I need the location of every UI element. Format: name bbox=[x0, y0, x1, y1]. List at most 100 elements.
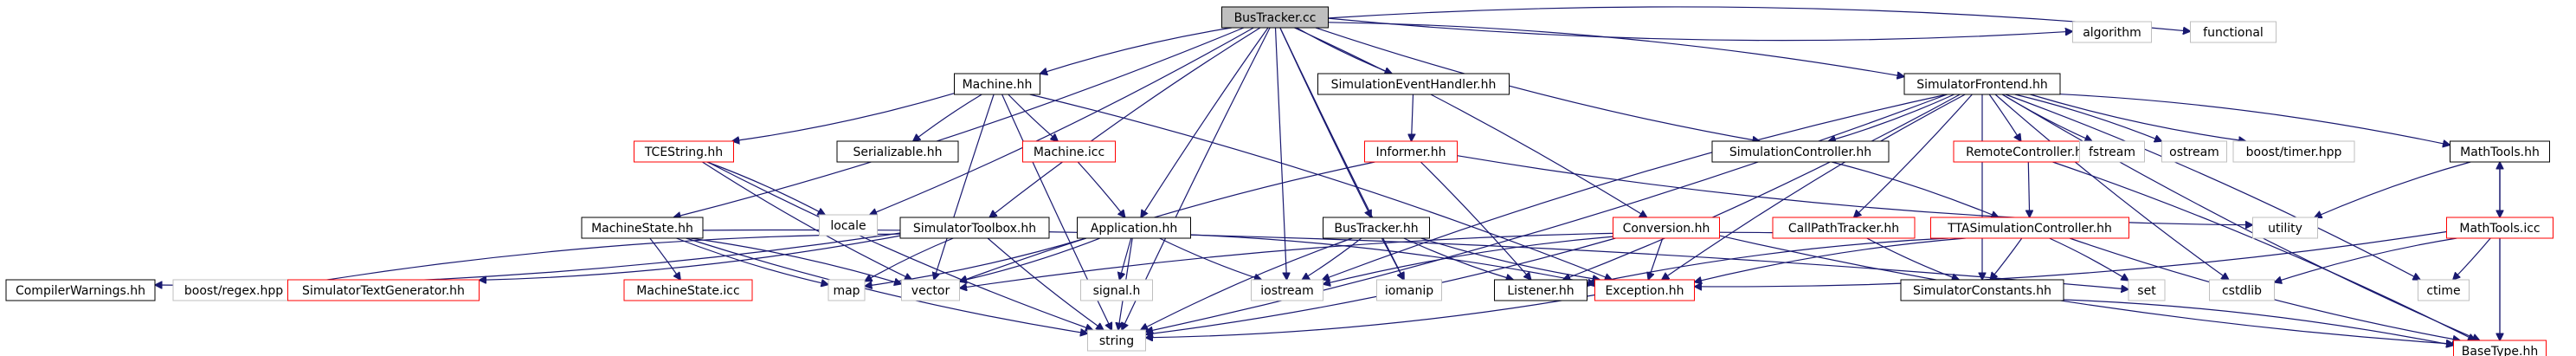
node-simulatorfrontend-hh[interactable]: SimulatorFrontend.hh bbox=[1903, 73, 2061, 95]
edge-remotecontroller-hh-to-basetype-hh bbox=[2052, 161, 2475, 340]
node-set: set bbox=[2128, 279, 2166, 301]
node-label-informer-hh: Informer.hh bbox=[1376, 146, 1446, 159]
node-simulationeventhandler-hh[interactable]: SimulationEventHandler.hh bbox=[1317, 73, 1510, 95]
edge-machine-hh-to-serializable-hh bbox=[913, 94, 982, 141]
node-label-mathtools-icc: MathTools.icc bbox=[2459, 222, 2540, 236]
node-ostream: ostream bbox=[2161, 140, 2227, 163]
edge-conversion-hh-to-exception-hh bbox=[1648, 237, 1664, 280]
node-informer-hh[interactable]: Informer.hh bbox=[1364, 140, 1458, 163]
node-box-vector bbox=[901, 279, 960, 301]
node-layer: BusTracker.ccSimulatorToolbox.hhMachineS… bbox=[5, 6, 2553, 356]
edge-machinestate-hh-to-vector bbox=[690, 237, 902, 284]
node-listener-hh[interactable]: Listener.hh bbox=[1494, 279, 1587, 301]
node-map: map bbox=[828, 279, 866, 301]
edge-ttasimulationcontroller-hh-to-simulatorconstants-hh bbox=[1990, 237, 2023, 280]
node-box-compilerwarnings-hh bbox=[5, 279, 156, 301]
node-label-boost-timer-hpp: boost/timer.hpp bbox=[2246, 146, 2342, 159]
node-serializable-hh[interactable]: Serializable.hh bbox=[836, 140, 959, 163]
edge-bustracker-cc-to-iostream bbox=[1274, 27, 1287, 280]
edge-mathtools-icc-to-ctime bbox=[2453, 237, 2491, 280]
node-basetype-hh[interactable]: BaseType.hh bbox=[2453, 340, 2547, 356]
node-machine-hh[interactable]: Machine.hh bbox=[954, 73, 1040, 95]
edge-bustracker-hh-to-listener-hh bbox=[1403, 237, 1514, 280]
node-label-simulatorfrontend-hh: SimulatorFrontend.hh bbox=[1916, 78, 2048, 92]
node-label-ostream: ostream bbox=[2169, 146, 2219, 159]
node-label-listener-hh: Listener.hh bbox=[1507, 284, 1574, 298]
node-callpathtracker-hh[interactable]: CallPathTracker.hh bbox=[1772, 217, 1916, 239]
node-machinestate-hh[interactable]: MachineState.hh bbox=[581, 217, 704, 239]
edge-bustracker-cc-to-application-hh bbox=[1141, 27, 1269, 217]
node-box-basetype-hh bbox=[2453, 340, 2547, 356]
edge-bustracker-cc-to-functional bbox=[1328, 6, 2191, 31]
edge-simulatorfrontend-hh-to-exception-hh bbox=[1662, 94, 1966, 280]
node-label-serializable-hh: Serializable.hh bbox=[853, 146, 942, 159]
node-box-mathtools-hh bbox=[2450, 140, 2550, 163]
edge-ttasimulationcontroller-hh-to-listener-hh bbox=[1587, 237, 1948, 284]
node-box-locale bbox=[819, 214, 878, 236]
edge-machine-hh-to-machine-icc bbox=[1008, 94, 1058, 141]
edge-application-hh-to-exception-hh bbox=[1190, 234, 1595, 284]
node-label-boost-regex-hpp: boost/regex.hpp bbox=[184, 284, 283, 298]
node-simulatorconstants-hh[interactable]: SimulatorConstants.hh bbox=[1900, 279, 2064, 301]
node-tcestring-hh[interactable]: TCEString.hh bbox=[634, 140, 734, 163]
edge-simulatortoolbox-hh-to-string bbox=[987, 237, 1104, 330]
edge-simulatortoolbox-hh-to-simulatortextgenerator-hh bbox=[480, 235, 901, 280]
edge-simulatortoolbox-hh-to-compilerwarnings-hh bbox=[155, 232, 901, 285]
node-label-machine-icc: Machine.icc bbox=[1034, 146, 1104, 159]
node-ttasimulationcontroller-hh[interactable]: TTASimulationController.hh bbox=[1930, 217, 2129, 239]
edge-simulatorfrontend-hh-to-iostream bbox=[1323, 94, 1948, 280]
node-machine-icc[interactable]: Machine.icc bbox=[1022, 140, 1116, 163]
node-box-application-hh bbox=[1077, 217, 1191, 239]
edge-simulatorfrontend-hh-to-boost-timer-hpp bbox=[2030, 94, 2245, 141]
node-box-set bbox=[2128, 279, 2166, 301]
edge-application-hh-to-iostream bbox=[1159, 237, 1262, 280]
edge-bustracker-hh-to-string bbox=[1141, 237, 1353, 330]
node-label-ttasimulationcontroller-hh: TTASimulationController.hh bbox=[1947, 222, 2112, 236]
node-label-string: string bbox=[1099, 334, 1134, 348]
edge-mathtools-icc-to-cstdlib bbox=[2275, 237, 2457, 282]
node-mathtools-icc[interactable]: MathTools.icc bbox=[2446, 217, 2553, 239]
edge-bustracker-cc-to-locale bbox=[870, 27, 1254, 215]
node-vector: vector bbox=[901, 279, 960, 301]
node-remotecontroller-hh[interactable]: RemoteController.hh bbox=[1953, 140, 2103, 163]
node-simulatortextgenerator-hh[interactable]: SimulatorTextGenerator.hh bbox=[287, 279, 480, 301]
node-iostream: iostream bbox=[1251, 279, 1323, 301]
node-application-hh[interactable]: Application.hh bbox=[1077, 217, 1191, 239]
node-box-conversion-hh bbox=[1613, 217, 1720, 239]
edge-conversion-hh-to-iostream bbox=[1323, 236, 1613, 284]
node-label-machine-hh: Machine.hh bbox=[963, 78, 1033, 92]
edge-simulatorfrontend-hh-to-listener-hh bbox=[1563, 94, 1961, 280]
node-utility: utility bbox=[2252, 217, 2318, 239]
edge-simulatorfrontend-hh-to-callpathtracker-hh bbox=[1854, 94, 1973, 217]
edge-mathtools-icc-to-exception-hh bbox=[1695, 230, 2447, 287]
edge-machine-hh-to-vector bbox=[934, 94, 995, 280]
node-compilerwarnings-hh[interactable]: CompilerWarnings.hh bbox=[5, 279, 156, 301]
node-label-ctime: ctime bbox=[2426, 284, 2460, 298]
node-label-tcestring-hh: TCEString.hh bbox=[644, 146, 723, 159]
node-machinestate-icc[interactable]: MachineState.icc bbox=[623, 279, 753, 301]
node-label-locale: locale bbox=[830, 219, 866, 233]
node-cstdlib: cstdlib bbox=[2209, 279, 2275, 301]
edge-simulatortoolbox-hh-to-boost-regex-hpp bbox=[294, 233, 901, 285]
node-exception-hh[interactable]: Exception.hh bbox=[1594, 279, 1695, 301]
edge-simulatorconstants-hh-to-basetype-hh bbox=[2063, 299, 2454, 346]
edge-tcestring-hh-to-vector bbox=[702, 161, 911, 280]
node-box-map bbox=[828, 279, 866, 301]
edge-callpathtracker-hh-to-simulatorconstants-hh bbox=[1866, 237, 1960, 280]
node-simulationcontroller-hh[interactable]: SimulationController.hh bbox=[1711, 140, 1890, 163]
node-conversion-hh[interactable]: Conversion.hh bbox=[1613, 217, 1720, 239]
node-label-basetype-hh: BaseType.hh bbox=[2462, 345, 2538, 356]
node-label-simulatorconstants-hh: SimulatorConstants.hh bbox=[1913, 284, 2051, 298]
node-simulatortoolbox-hh[interactable]: SimulatorToolbox.hh bbox=[899, 217, 1050, 239]
node-label-utility: utility bbox=[2268, 222, 2302, 236]
edge-simulatorfrontend-hh-to-string bbox=[1146, 94, 1948, 332]
edge-exception-hh-to-string bbox=[1146, 294, 1595, 338]
node-box-utility bbox=[2252, 217, 2318, 239]
node-bustracker-cc[interactable]: BusTracker.cc bbox=[1221, 6, 1329, 29]
node-bustracker-hh[interactable]: BusTracker.hh bbox=[1323, 217, 1430, 239]
edge-mathtools-hh-to-utility bbox=[2315, 161, 2471, 217]
edge-bustracker-cc-to-machine-hh bbox=[1040, 27, 1233, 74]
node-mathtools-hh[interactable]: MathTools.hh bbox=[2450, 140, 2550, 163]
edge-machinestate-hh-to-machinestate-icc bbox=[649, 237, 680, 280]
